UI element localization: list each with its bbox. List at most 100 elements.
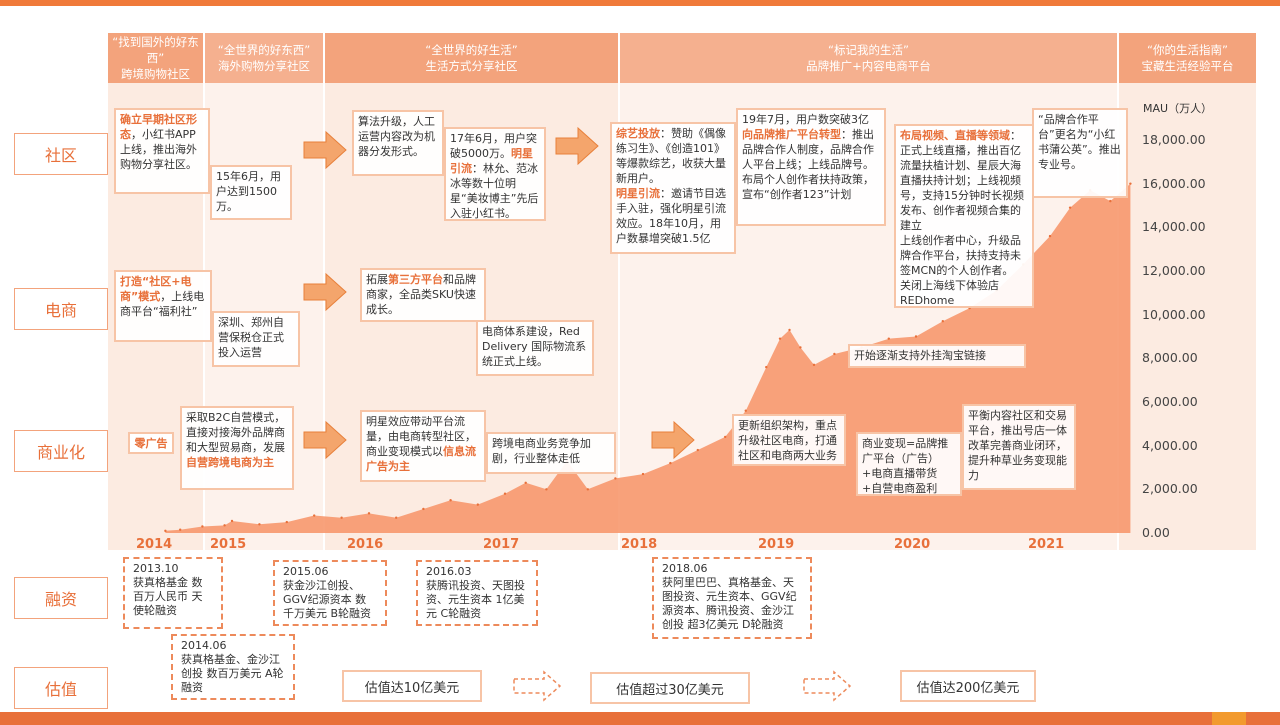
phase-5-subtitle: 宝藏生活经验平台	[1141, 59, 1234, 73]
data-point	[724, 435, 727, 439]
x-tick-label: 2018	[621, 537, 658, 552]
flow-arrow-icon	[303, 130, 347, 170]
monetization-event-2014: 采取B2C自营模式，直接对接海外品牌商和大型贸易商，发展自营跨境电商为主	[180, 406, 294, 490]
data-point	[744, 409, 747, 412]
monetization-event-2019: 更新组织架构，重点升级社区电商，打通社区和电商两大业务	[732, 414, 846, 466]
data-point	[476, 503, 479, 506]
dashed-arrow-icon	[803, 670, 852, 702]
community-event-2017: 17年6月，用户突破5000万。明星引流：林允、范冰冰等数十位明星“美妆博主”先…	[444, 127, 546, 221]
phase-2-subtitle: 海外购物分享社区	[218, 59, 310, 73]
data-point	[641, 472, 645, 476]
community-event-2019: 19年7月，用户数突破3亿向品牌推广平台转型：推出品牌合作人制度，品牌合作人平台…	[736, 108, 886, 226]
data-point	[545, 488, 548, 491]
monetization-event-2020: 商业变现=品牌推广平台（广告）+电商直播带货+自营电商盈利	[856, 432, 962, 496]
valuation-20b: 估值达200亿美元	[900, 670, 1036, 702]
phase-1-subtitle: 跨境购物社区	[121, 67, 190, 81]
ecommerce-event-2020: 开始逐渐支持外挂淘宝链接	[848, 344, 1026, 368]
y-tick-label: 10,000.00	[1142, 306, 1206, 322]
valuation-3b: 估值超过30亿美元	[590, 672, 750, 704]
data-point	[887, 337, 890, 340]
data-point	[799, 346, 802, 349]
row-label-financing: 融资	[14, 577, 108, 619]
data-point	[614, 477, 617, 480]
phase-3-slogan: “全世界的好生活”	[425, 43, 518, 57]
community-event-2021: “品牌合作平台”更名为“小红书蒲公英”。推出专业号。	[1032, 108, 1128, 198]
y-tick-label: 2,000.00	[1142, 481, 1198, 497]
data-point	[1048, 234, 1052, 238]
data-point	[503, 492, 507, 495]
x-tick-label: 2015	[210, 537, 247, 552]
data-point	[367, 512, 371, 515]
phase-header-2: “全世界的好东西” 海外购物分享社区	[205, 33, 323, 83]
data-point	[778, 337, 782, 340]
data-point	[914, 335, 918, 338]
data-point	[340, 516, 343, 519]
y-tick-label: 18,000.00	[1142, 132, 1206, 147]
monetization-event-2016: 明星效应带动平台流量，由电商转型社区，商业变现模式以信息流广告为主	[360, 410, 486, 482]
community-event-2016: 算法升级，人工运营内容改为机器分发形式。	[352, 110, 444, 176]
bottom-accent-bar	[0, 712, 1280, 725]
phase-4-subtitle: 品牌推广+内容电商平台	[806, 59, 931, 73]
phase-5-slogan: “你的生活指南”	[1147, 43, 1228, 57]
data-point	[313, 514, 316, 517]
monetization-zero-ads: 零广告	[128, 432, 174, 454]
phase-1-slogan: “找到国外的好东西”	[112, 35, 199, 65]
y-tick-label: 6,000.00	[1142, 394, 1198, 409]
valuation-1b: 估值达10亿美元	[342, 670, 482, 702]
phase-4-slogan: “标记我的生活”	[828, 43, 909, 57]
data-point	[285, 520, 288, 524]
y-tick-label: 14,000.00	[1142, 219, 1206, 235]
phase-bg-5	[1119, 83, 1256, 550]
data-point	[449, 499, 452, 502]
row-label-valuation: 估值	[14, 667, 108, 709]
x-tick-label: 2017	[483, 537, 520, 552]
flow-arrow-icon	[555, 126, 599, 166]
x-tick-label: 2014	[136, 537, 173, 552]
phase-3-subtitle: 生活方式分享社区	[425, 59, 518, 73]
community-event-2020: 布局视频、直播等领域：正式上线直播，推出百亿流量扶植计划、星辰大海直播扶持计划；…	[894, 124, 1034, 308]
data-point	[1109, 199, 1112, 203]
flow-arrows	[303, 126, 852, 702]
bottom-accent-segment	[1212, 712, 1246, 725]
community-event-2015: 15年6月，用户达到1500万。	[210, 165, 292, 220]
x-tick-label: 2016	[347, 537, 384, 552]
monetization-event-2021: 平衡内容社区和交易平台，推出号店一体改革完善商业闭环，提升种草业务变现能力	[962, 404, 1076, 490]
flow-arrow-icon	[651, 420, 695, 460]
data-point	[788, 328, 791, 332]
y-tick-label: 8,000.00	[1142, 350, 1198, 366]
flow-arrow-icon	[303, 272, 347, 312]
phase-header-1: “找到国外的好东西” 跨境购物社区	[108, 33, 203, 83]
ecommerce-event-2017: 电商体系建设，Red Delivery 国际物流系统正式上线。	[476, 320, 594, 376]
phase-header-5: “你的生活指南” 宝藏生活经验平台	[1119, 33, 1256, 83]
x-tick-label: 2020	[894, 537, 931, 552]
data-point	[524, 481, 527, 484]
data-point	[765, 365, 768, 369]
data-point	[422, 507, 425, 511]
data-point	[164, 529, 167, 533]
data-point	[833, 352, 836, 356]
data-point	[179, 528, 182, 531]
row-label-ecommerce: 电商	[14, 288, 108, 330]
data-point	[941, 320, 944, 323]
data-point	[395, 516, 398, 519]
phase-header-4: “标记我的生活” 品牌推广+内容电商平台	[620, 33, 1117, 83]
data-point	[586, 488, 589, 491]
flow-arrow-icon	[303, 420, 347, 460]
ecommerce-event-2014: 打造“社区+电商”模式，上线电商平台“福利社”	[114, 270, 212, 342]
ecommerce-event-2016: 拓展第三方平台和品牌商家，全品类SKU快速成长。	[360, 268, 486, 322]
row-label-monetization: 商业化	[14, 430, 108, 472]
data-point	[223, 524, 226, 527]
y-tick-label: 12,000.00	[1142, 263, 1206, 278]
data-point	[696, 448, 699, 452]
y-tick-label: 4,000.00	[1142, 437, 1198, 453]
x-tick-label: 2019	[758, 537, 795, 552]
community-event-2013: 确立早期社区形态，小红书APP上线，推出海外购物分享社区。	[114, 108, 210, 194]
data-point	[230, 519, 234, 523]
y-tick-label: 0.00	[1142, 525, 1170, 540]
dashed-arrow-icon	[513, 670, 562, 702]
